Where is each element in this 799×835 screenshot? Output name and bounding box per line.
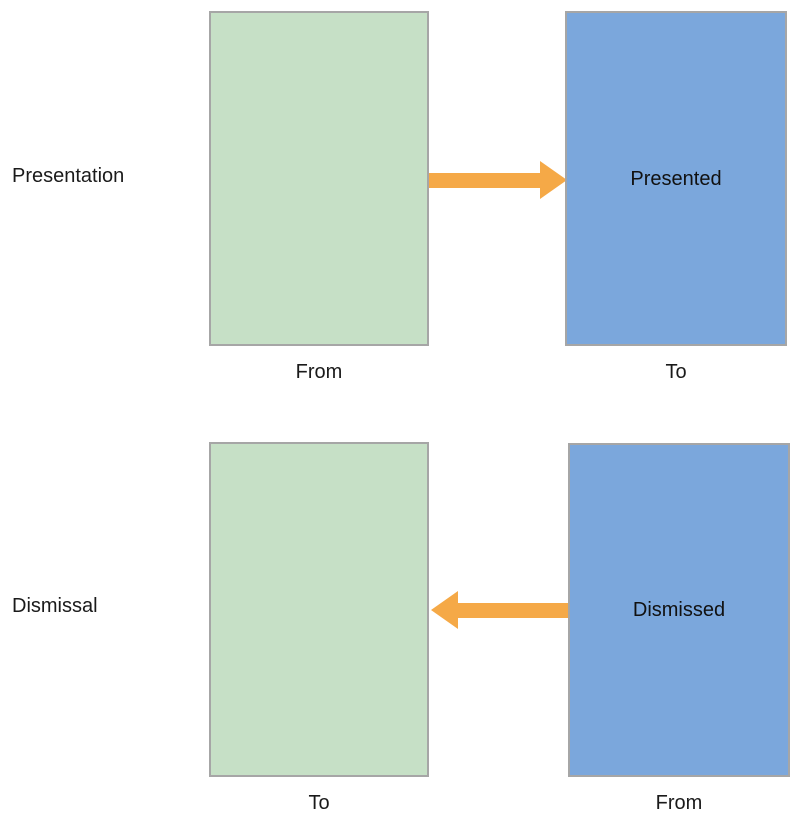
row-label-presentation: Presentation	[12, 165, 125, 187]
dismissal-from-box-label: Dismissed	[632, 599, 726, 621]
dismissal-from-caption: From	[655, 792, 703, 814]
dismissal-from-box[interactable]: Dismissed	[568, 443, 790, 777]
presentation-from-caption: From	[295, 361, 343, 383]
presentation-to-caption: To	[665, 361, 687, 383]
arrow-right-icon	[428, 158, 568, 202]
arrow-left-icon	[430, 588, 570, 632]
dismissal-to-caption: To	[308, 792, 330, 814]
presentation-from-box[interactable]	[209, 11, 429, 346]
dismissal-to-box[interactable]	[209, 442, 429, 777]
row-label-dismissal: Dismissal	[12, 595, 98, 617]
presentation-to-box[interactable]: Presented	[565, 11, 787, 346]
presentation-to-box-label: Presented	[630, 167, 722, 190]
